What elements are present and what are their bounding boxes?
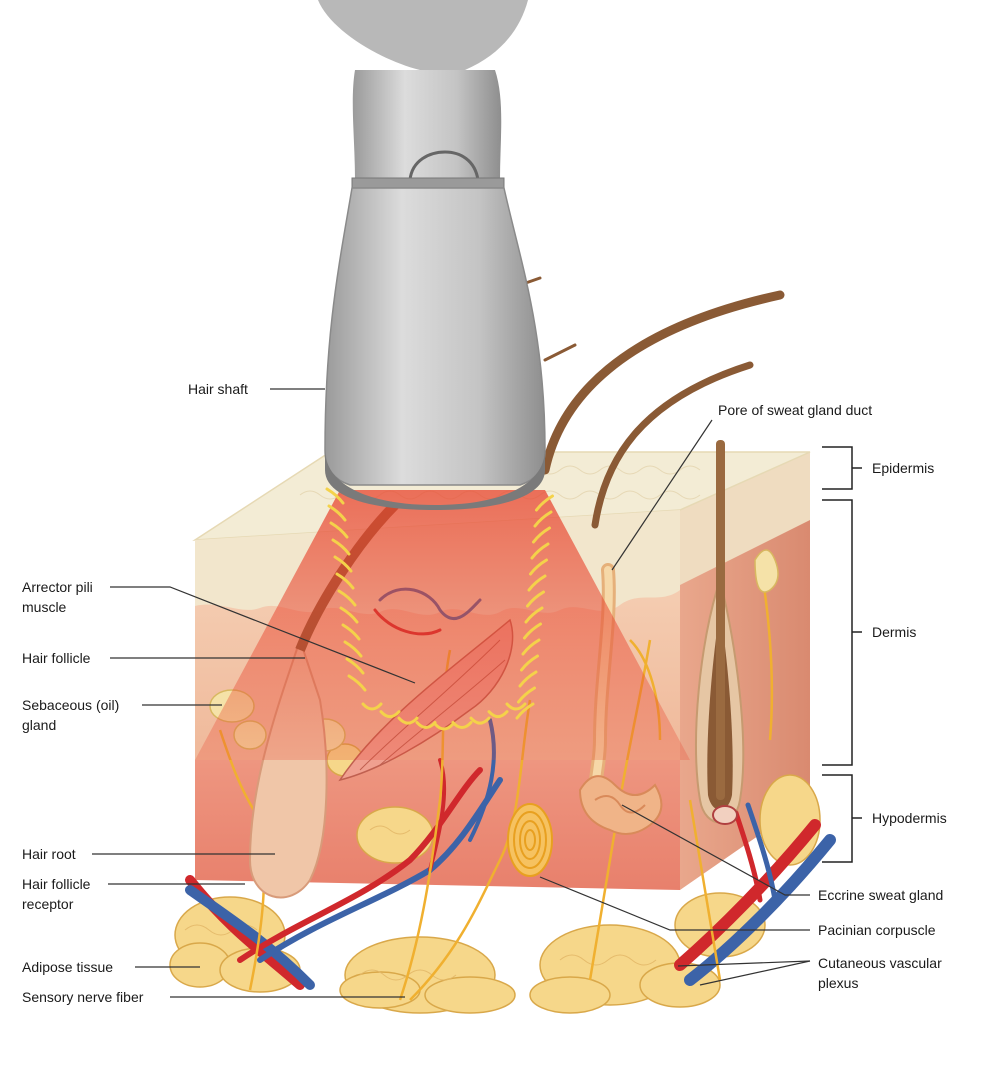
energy-pulse-arc: [325, 487, 345, 505]
label-pacinian-corpuscle: Pacinian corpuscle: [818, 922, 936, 938]
label-pore-sweat-duct: Pore of sweat gland duct: [718, 402, 873, 418]
label-cutaneous-vascular-plexus: Cutaneous vascular plexus: [818, 953, 942, 993]
energy-pulse-arc: [469, 716, 491, 725]
energy-pulse-arc: [329, 521, 349, 539]
energy-pulse-arc: [535, 494, 554, 512]
energy-pulse-arc: [347, 674, 367, 692]
pacinian-corpuscle: [507, 803, 553, 877]
label-hair-shaft: Hair shaft: [188, 381, 248, 397]
energy-pulse-arc: [433, 722, 455, 731]
energy-pulse-arc: [520, 654, 539, 672]
energy-pulses: [325, 487, 554, 731]
energy-pulse-arc: [533, 510, 553, 528]
energy-pulse-arc: [530, 542, 550, 560]
energy-pulse-arc: [517, 686, 536, 704]
label-vascular-line1: Cutaneous vascular: [818, 955, 942, 971]
energy-pulse-arc: [515, 702, 535, 720]
label-arrector-pili-line1: Arrector pili: [22, 579, 93, 595]
layer-brackets: [822, 446, 862, 863]
energy-pulse-arc: [487, 710, 509, 719]
energy-pulse-arc: [331, 538, 351, 556]
label-vascular-line2: plexus: [818, 975, 859, 991]
label-hypodermis: Hypodermis: [872, 810, 947, 826]
energy-pulse-arc: [518, 670, 538, 688]
energy-pulse-arc: [343, 640, 363, 658]
label-arrector-pili: Arrector pili muscle: [22, 577, 93, 617]
energy-pulse-arc: [523, 622, 542, 640]
label-epidermis: Epidermis: [872, 460, 935, 476]
energy-pulse-arc: [341, 623, 361, 641]
label-follicle-receptor-line2: receptor: [22, 896, 74, 912]
energy-pulse-arc: [339, 606, 359, 624]
laser-handpiece-icon: [318, 0, 546, 510]
energy-pulse-arc: [521, 638, 541, 656]
energy-pulse-arc: [529, 558, 548, 576]
energy-pulse-arc: [505, 702, 527, 711]
label-sebaceous-gland: Sebaceous (oil) gland: [22, 695, 119, 735]
energy-pulse-arc: [335, 572, 355, 590]
energy-pulse-arc: [397, 716, 419, 725]
energy-pulse-arc: [532, 526, 551, 544]
label-hair-follicle: Hair follicle: [22, 650, 91, 666]
leader-lines: [92, 388, 811, 998]
energy-pulse-arc: [415, 720, 437, 729]
label-sensory-nerve-fiber: Sensory nerve fiber: [22, 989, 144, 1005]
right-hair-follicle: [695, 440, 779, 825]
energy-pulse-arc: [524, 606, 544, 624]
energy-pulse-arc: [379, 710, 401, 719]
laser-beam: [195, 490, 690, 760]
energy-pulse-arc: [527, 574, 547, 592]
energy-pulse-arc: [361, 702, 383, 711]
label-adipose-tissue: Adipose tissue: [22, 959, 114, 975]
energy-pulse-arc: [327, 504, 347, 522]
energy-pulse-arc: [451, 720, 473, 729]
label-follicle-receptor-line1: Hair follicle: [22, 876, 91, 892]
label-arrector-pili-line2: muscle: [22, 599, 67, 615]
label-sebaceous-line1: Sebaceous (oil): [22, 697, 120, 713]
energy-pulse-arc: [333, 555, 353, 573]
label-sebaceous-line2: gland: [22, 717, 57, 733]
label-eccrine-sweat-gland: Eccrine sweat gland: [818, 887, 944, 903]
energy-pulse-arc: [337, 589, 357, 607]
label-dermis: Dermis: [872, 624, 917, 640]
energy-pulse-arc: [526, 590, 545, 608]
label-hair-root: Hair root: [22, 846, 76, 862]
energy-pulse-arc: [345, 657, 365, 675]
label-hair-follicle-receptor: Hair follicle receptor: [22, 874, 90, 914]
